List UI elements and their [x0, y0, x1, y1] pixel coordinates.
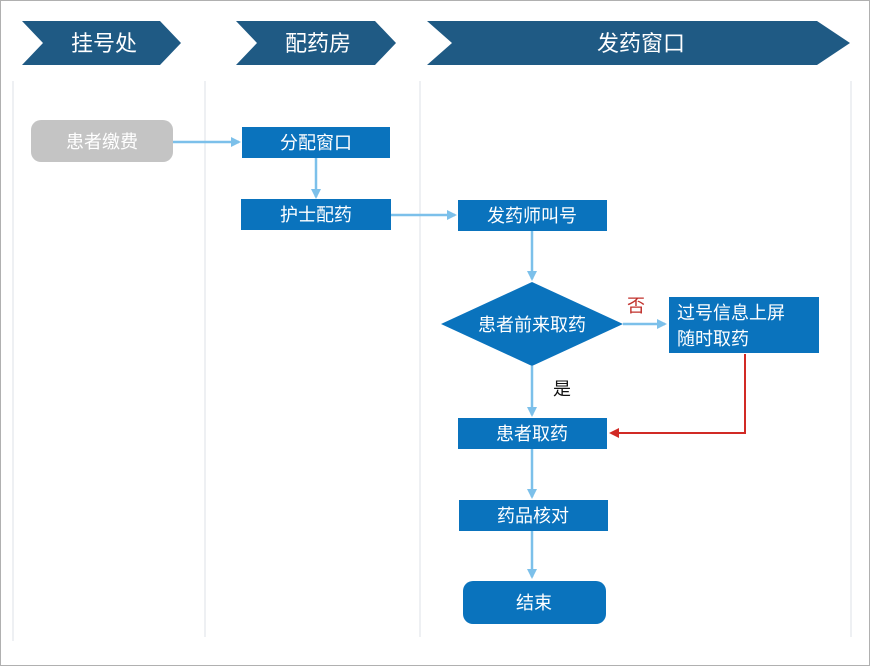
- node-label: 护士配药: [280, 205, 352, 226]
- lane-title: 配药房: [285, 32, 351, 57]
- lane-header-registration: 挂号处: [22, 21, 181, 65]
- node-patient-pickup: 患者取药: [458, 418, 607, 449]
- chevron-shape: [22, 21, 181, 65]
- node-label: 结束: [516, 593, 552, 614]
- lane-title: 发药窗口: [597, 32, 685, 57]
- node-shape: [458, 200, 607, 231]
- node-label: 患者前来取药: [478, 315, 586, 336]
- node-shape: [242, 127, 390, 158]
- node-decision-patient-arrives: 患者前来取药: [441, 282, 623, 366]
- node-label: 发药师叫号: [487, 206, 577, 227]
- node-label: 药品核对: [497, 506, 569, 527]
- node-shape: [31, 120, 173, 162]
- chevron-shape: [236, 21, 396, 65]
- node-drug-verification: 药品核对: [459, 500, 608, 531]
- node-shape: [241, 199, 391, 230]
- lane-header-pharmacy-window: 发药窗口: [427, 21, 850, 65]
- chevron-shape: [427, 21, 850, 65]
- node-patient-payment: 患者缴费: [31, 120, 173, 162]
- node-missed-number: 过号信息上屏 随时取药: [669, 297, 819, 353]
- node-end: 结束: [463, 581, 606, 624]
- node-label: 患者缴费: [66, 132, 138, 153]
- node-shape: [458, 418, 607, 449]
- node-nurse-dispense: 护士配药: [241, 199, 391, 230]
- node-label: 分配窗口: [280, 133, 352, 154]
- edge-missed-to-pickup: [609, 354, 746, 438]
- lane-header-dispensary: 配药房: [236, 21, 396, 65]
- node-shape: [669, 297, 819, 353]
- node-shape: [459, 500, 608, 531]
- node-pharmacist-call: 发药师叫号: [458, 200, 607, 231]
- node-label-line2: 随时取药: [677, 329, 749, 350]
- branch-label-no: 否: [627, 296, 645, 317]
- lane-title: 挂号处: [71, 32, 137, 57]
- node-label-line1: 过号信息上屏: [677, 303, 785, 324]
- node-shape: [441, 282, 623, 366]
- node-assign-window: 分配窗口: [242, 127, 390, 158]
- branch-label-yes: 是: [553, 379, 571, 400]
- node-label: 患者取药: [496, 424, 568, 445]
- node-shape: [463, 581, 606, 624]
